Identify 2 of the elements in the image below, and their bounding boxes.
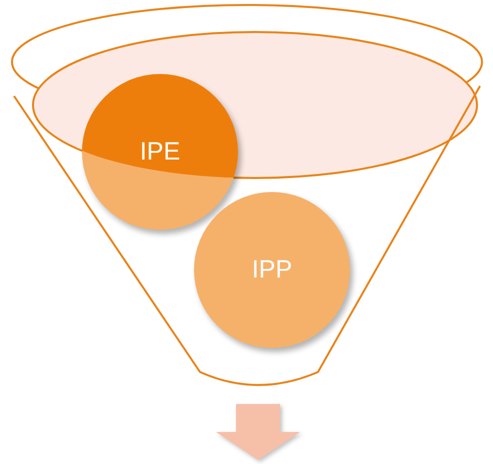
node-label: IPP: [250, 256, 294, 284]
node-label: IPE: [138, 138, 182, 166]
